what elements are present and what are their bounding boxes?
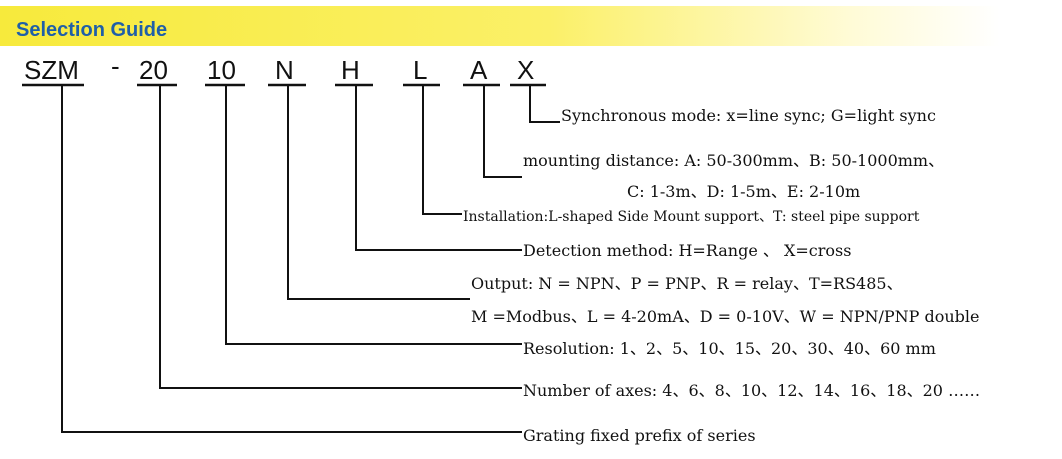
leader-installation (422, 85, 462, 215)
desc-output-1: Output: N = NPN、P = PNP、R = relay、T=RS48… (471, 274, 903, 293)
page-title: Selection Guide (16, 19, 168, 41)
code-resolution: 10 (207, 55, 236, 85)
code-output: N (275, 55, 294, 85)
desc-prefix: Grating fixed prefix of series (523, 426, 756, 445)
leader-output (287, 85, 470, 300)
leader-resolution (225, 85, 522, 345)
leader-detection (355, 85, 522, 251)
leader-distance (483, 85, 522, 178)
desc-distance-2: C: 1-3m、D: 1-5m、E: 2-10m (627, 182, 860, 201)
code-prefix: SZM (24, 55, 79, 85)
leader-prefix (61, 85, 522, 433)
desc-distance-1: mounting distance: A: 50-300mm、B: 50-100… (523, 151, 944, 170)
code-axes: 20 (139, 55, 168, 85)
code-distance: A (470, 55, 488, 85)
leader-axes (159, 85, 522, 389)
code-dash: - (111, 51, 120, 81)
desc-installation: Installation:L-shaped Side Mount support… (463, 209, 920, 225)
desc-axes: Number of axes: 4、6、8、10、12、14、16、18、20 … (523, 381, 980, 400)
code-sync: X (517, 55, 534, 85)
leader-sync (529, 85, 560, 123)
code-detection: H (341, 55, 360, 85)
desc-resolution: Resolution: 1、2、5、10、15、20、30、40、60 mm (523, 339, 936, 358)
desc-sync: Synchronous mode: x=line sync; G=light s… (561, 106, 936, 125)
desc-output-2: M =Modbus、L = 4-20mA、D = 0-10V、W = NPN/P… (471, 307, 979, 326)
header-banner: Selection Guide (0, 6, 1000, 46)
desc-detection: Detection method: H=Range 、 X=cross (523, 241, 851, 260)
leader-lines (61, 85, 560, 433)
code-installation: L (413, 55, 427, 85)
